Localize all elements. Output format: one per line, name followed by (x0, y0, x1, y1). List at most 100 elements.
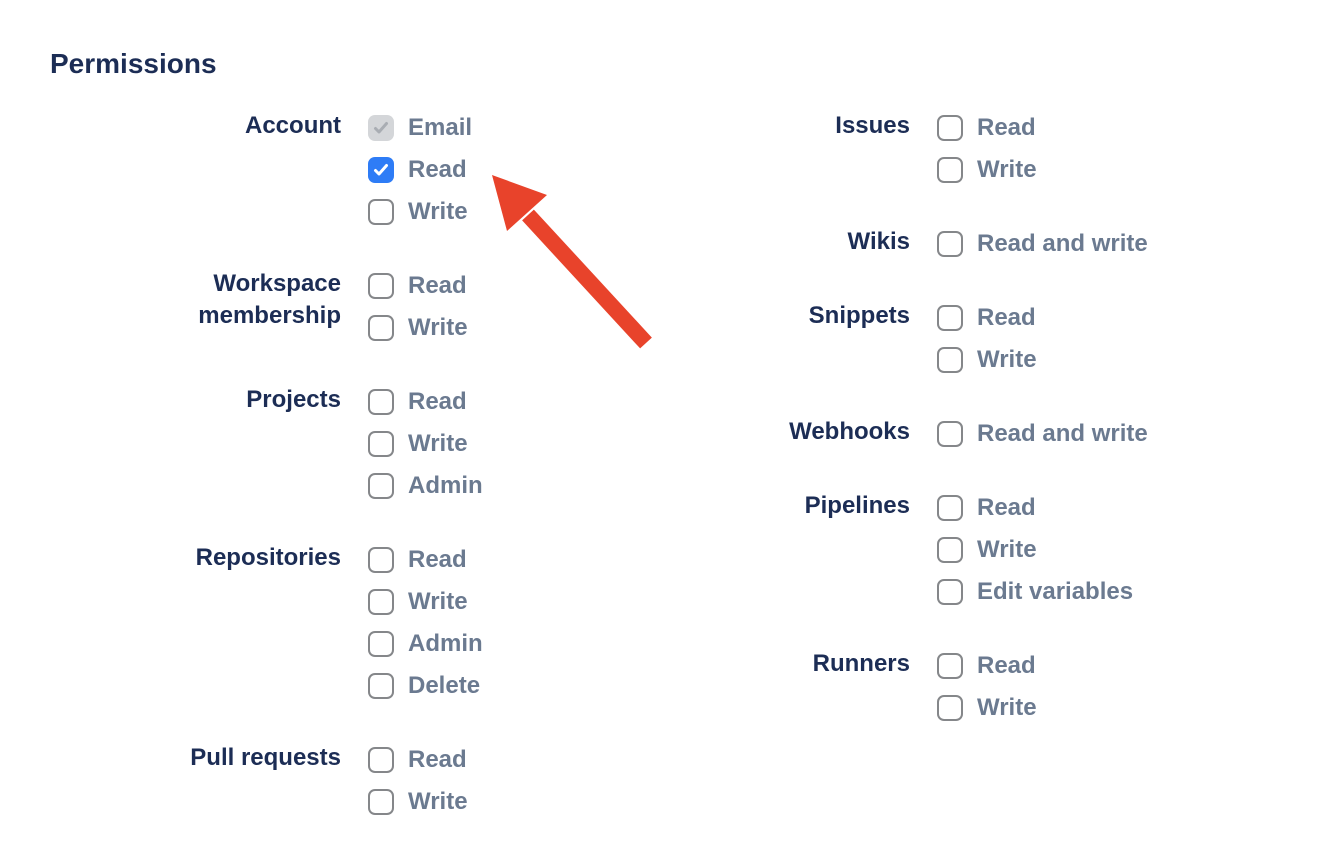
group-label-account: Account (245, 112, 341, 139)
workspace-membership-read-checkbox[interactable] (368, 273, 394, 299)
group-options-webhooks: Read and write (937, 413, 1148, 455)
repositories-write-option[interactable]: Write (368, 581, 483, 623)
projects-read-label[interactable]: Read (408, 388, 467, 415)
pull-requests-write-checkbox[interactable] (368, 789, 394, 815)
page-title: Permissions (50, 48, 217, 79)
pipelines-edit-variables-label[interactable]: Edit variables (977, 578, 1134, 605)
workspace-membership-read-option[interactable]: Read (368, 265, 468, 307)
webhooks-read-and-write-option[interactable]: Read and write (937, 413, 1148, 455)
pipelines-write-option[interactable]: Write (937, 529, 1133, 571)
permission-group-wikis: Wikis Read and write (640, 223, 1148, 265)
issues-write-label[interactable]: Write (977, 156, 1037, 183)
pull-requests-read-label[interactable]: Read (408, 746, 467, 773)
repositories-admin-checkbox[interactable] (368, 631, 394, 657)
group-label-issues: Issues (835, 112, 910, 139)
pull-requests-read-option[interactable]: Read (368, 739, 468, 781)
pull-requests-write-option[interactable]: Write (368, 781, 468, 823)
projects-write-option[interactable]: Write (368, 423, 483, 465)
repositories-read-option[interactable]: Read (368, 539, 483, 581)
repositories-write-label[interactable]: Write (408, 588, 468, 615)
group-label-snippets: Snippets (808, 302, 910, 329)
pipelines-edit-variables-option[interactable]: Edit variables (937, 571, 1133, 613)
projects-admin-option[interactable]: Admin (368, 465, 483, 507)
issues-read-label[interactable]: Read (977, 114, 1036, 141)
account-read-label[interactable]: Read (408, 156, 467, 183)
issues-read-option[interactable]: Read (937, 107, 1037, 149)
runners-read-checkbox[interactable] (937, 653, 963, 679)
pipelines-edit-variables-checkbox[interactable] (937, 579, 963, 605)
projects-read-checkbox[interactable] (368, 389, 394, 415)
account-write-checkbox[interactable] (368, 199, 394, 225)
pipelines-read-option[interactable]: Read (937, 487, 1133, 529)
group-label-webhooks: Webhooks (789, 418, 910, 445)
repositories-write-checkbox[interactable] (368, 589, 394, 615)
projects-admin-checkbox[interactable] (368, 473, 394, 499)
runners-write-checkbox[interactable] (937, 695, 963, 721)
issues-read-checkbox[interactable] (937, 115, 963, 141)
pipelines-read-label[interactable]: Read (977, 494, 1036, 521)
repositories-read-checkbox[interactable] (368, 547, 394, 573)
snippets-write-checkbox[interactable] (937, 347, 963, 373)
projects-write-checkbox[interactable] (368, 431, 394, 457)
wikis-read-and-write-checkbox[interactable] (937, 231, 963, 257)
pull-requests-read-checkbox[interactable] (368, 747, 394, 773)
snippets-write-option[interactable]: Write (937, 339, 1037, 381)
wikis-read-and-write-option[interactable]: Read and write (937, 223, 1148, 265)
snippets-read-option[interactable]: Read (937, 297, 1037, 339)
wikis-read-and-write-label[interactable]: Read and write (977, 230, 1148, 257)
issues-write-checkbox[interactable] (937, 157, 963, 183)
runners-write-label[interactable]: Write (977, 694, 1037, 721)
repositories-delete-checkbox[interactable] (368, 673, 394, 699)
webhooks-read-and-write-checkbox[interactable] (937, 421, 963, 447)
red-arrow-head (492, 175, 547, 231)
pipelines-read-checkbox[interactable] (937, 495, 963, 521)
pipelines-write-checkbox[interactable] (937, 537, 963, 563)
issues-write-option[interactable]: Write (937, 149, 1037, 191)
snippets-write-label[interactable]: Write (977, 346, 1037, 373)
repositories-delete-label[interactable]: Delete (408, 672, 481, 699)
workspace-membership-write-option[interactable]: Write (368, 307, 468, 349)
repositories-read-label[interactable]: Read (408, 546, 467, 573)
projects-read-option[interactable]: Read (368, 381, 483, 423)
workspace-membership-write-label[interactable]: Write (408, 314, 468, 341)
runners-write-option[interactable]: Write (937, 687, 1037, 729)
snippets-read-label[interactable]: Read (977, 304, 1036, 331)
group-label-pull-requests: Pull requests (190, 744, 341, 771)
snippets-read-checkbox[interactable] (937, 305, 963, 331)
runners-read-label[interactable]: Read (977, 652, 1036, 679)
pipelines-write-label[interactable]: Write (977, 536, 1037, 563)
group-label-workspace-membership: Workspace membership (198, 270, 341, 329)
red-arrow-shaft (522, 209, 652, 349)
account-read-option[interactable]: Read (368, 149, 472, 191)
workspace-membership-read-label[interactable]: Read (408, 272, 467, 299)
projects-write-label[interactable]: Write (408, 430, 468, 457)
webhooks-read-and-write-label[interactable]: Read and write (977, 420, 1148, 447)
account-email-option: Email (368, 107, 472, 149)
pull-requests-write-label[interactable]: Write (408, 788, 468, 815)
repositories-delete-option[interactable]: Delete (368, 665, 483, 707)
workspace-membership-write-checkbox[interactable] (368, 315, 394, 341)
projects-admin-label[interactable]: Admin (408, 472, 483, 499)
runners-read-option[interactable]: Read (937, 645, 1037, 687)
repositories-admin-label[interactable]: Admin (408, 630, 483, 657)
group-label-wikis: Wikis (847, 228, 910, 255)
account-read-checkbox[interactable] (368, 157, 394, 183)
group-label-runners: Runners (812, 650, 910, 677)
account-email-label: Email (408, 114, 473, 141)
account-write-label[interactable]: Write (408, 198, 468, 225)
account-write-option[interactable]: Write (368, 191, 472, 233)
repositories-admin-option[interactable]: Admin (368, 623, 483, 665)
